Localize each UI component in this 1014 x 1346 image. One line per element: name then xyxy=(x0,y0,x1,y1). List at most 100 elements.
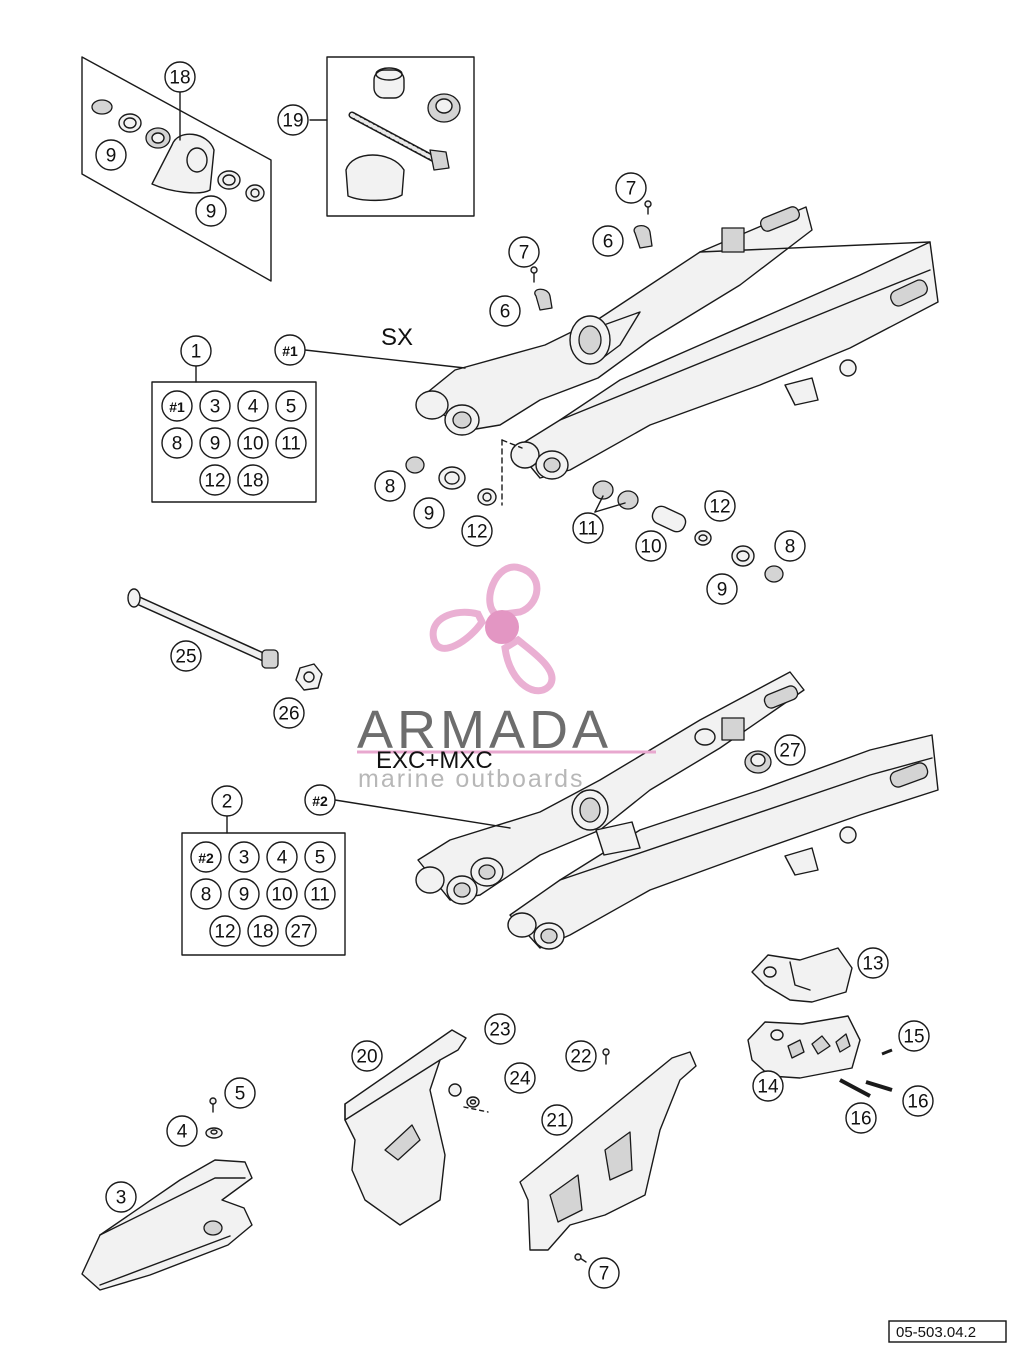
kit-19-panel xyxy=(309,56,475,217)
callout-c16b: 16 xyxy=(845,1102,877,1134)
watermark-brand: ARMADA xyxy=(357,700,612,760)
kit1-item-1-2: 10 xyxy=(237,427,269,459)
callout-c5: 5 xyxy=(224,1077,256,1109)
callout-c21-text: 21 xyxy=(546,1111,567,1132)
callout-c12b: 12 xyxy=(704,490,736,522)
callout-c18-text: 18 xyxy=(169,68,190,89)
callout-kit1-text: 1 xyxy=(191,342,202,363)
kit2-item-0-3-text: 5 xyxy=(315,848,326,869)
kit2-item-0-3: 5 xyxy=(304,841,336,873)
callout-kit2-text: 2 xyxy=(222,792,233,813)
callout-c12b-text: 12 xyxy=(709,497,730,518)
kit1-item-2-0: 12 xyxy=(199,464,231,496)
callout-c20: 20 xyxy=(351,1040,383,1072)
callout-c13-text: 13 xyxy=(862,954,883,975)
callout-c7a: 7 xyxy=(615,172,647,204)
kit2-item-0-0: #2 xyxy=(190,841,222,873)
leader-lines xyxy=(304,349,511,829)
callout-c26-text: 26 xyxy=(278,704,299,725)
kit-1-box xyxy=(151,365,317,503)
kit1-item-1-0-text: 8 xyxy=(172,434,183,455)
kit1-item-1-0: 8 xyxy=(161,427,193,459)
callout-c25-text: 25 xyxy=(175,647,196,668)
callout-c26: 26 xyxy=(273,697,305,729)
callout-c8b: 8 xyxy=(774,530,806,562)
callout-c10: 10 xyxy=(635,530,667,562)
chain-guide xyxy=(747,947,893,1098)
kit1-item-0-2: 4 xyxy=(237,390,269,422)
propeller-hub xyxy=(485,610,519,644)
callout-c25: 25 xyxy=(170,640,202,672)
kit2-item-0-0-text: #2 xyxy=(198,850,214,866)
swingarm-pivot-axle xyxy=(127,588,323,691)
callout-sx_marker: #1 xyxy=(274,334,306,366)
callout-c7c-text: 7 xyxy=(599,1264,610,1285)
callout-c16a-text: 16 xyxy=(907,1092,928,1113)
kit1-item-0-1-text: 3 xyxy=(210,397,221,418)
kit1-item-0-0: #1 xyxy=(161,390,193,422)
swingarm-sx xyxy=(415,206,939,506)
callout-c23: 23 xyxy=(484,1013,516,1045)
callout-c14: 14 xyxy=(752,1070,784,1102)
callout-c6a-text: 6 xyxy=(603,232,614,253)
kit1-item-2-1: 18 xyxy=(237,464,269,496)
callout-c9a-text: 9 xyxy=(106,146,117,167)
kit2-item-2-1-text: 18 xyxy=(252,922,273,943)
callout-c9b-text: 9 xyxy=(206,202,217,223)
kit1-item-1-1: 9 xyxy=(199,427,231,459)
callout-c16a: 16 xyxy=(902,1085,934,1117)
kit2-item-2-1: 18 xyxy=(247,915,279,947)
kit1-item-0-1: 3 xyxy=(199,390,231,422)
kit2-item-2-0: 12 xyxy=(209,915,241,947)
callout-c15-text: 15 xyxy=(903,1027,924,1048)
callout-c9d-text: 9 xyxy=(717,580,728,601)
callout-c6b: 6 xyxy=(489,295,521,327)
kit2-item-1-2-text: 10 xyxy=(271,885,292,906)
chain-slider-3 xyxy=(81,1097,253,1291)
kit2-item-0-2-text: 4 xyxy=(277,848,288,869)
sx-bearings xyxy=(405,456,784,583)
callout-c9b: 9 xyxy=(195,195,227,227)
callout-c6b-text: 6 xyxy=(500,302,511,323)
callout-c8a: 8 xyxy=(374,470,406,502)
kit2-item-1-3-text: 11 xyxy=(310,885,330,906)
callout-c14-text: 14 xyxy=(757,1077,779,1098)
kit1-item-0-2-text: 4 xyxy=(248,397,259,418)
callout-c10-text: 10 xyxy=(640,537,661,558)
kit2-item-1-3: 11 xyxy=(304,878,336,910)
kit1-item-1-2-text: 10 xyxy=(242,434,263,455)
callout-c4-text: 4 xyxy=(177,1122,188,1143)
callout-c22: 22 xyxy=(565,1040,597,1072)
callout-c13: 13 xyxy=(857,947,889,979)
callout-c19-text: 19 xyxy=(282,111,303,132)
kit2-item-1-1: 9 xyxy=(228,878,260,910)
callout-c15: 15 xyxy=(898,1020,930,1052)
callout-exc_marker-text: #2 xyxy=(312,793,328,809)
kit1-item-0-3-text: 5 xyxy=(286,397,297,418)
kit-18-panel xyxy=(81,56,272,282)
callout-c16b-text: 16 xyxy=(850,1109,871,1130)
callout-c6a: 6 xyxy=(592,225,624,257)
callout-c11: 11 xyxy=(572,512,604,544)
callout-exc_marker: #2 xyxy=(304,784,336,816)
callout-c9d: 9 xyxy=(706,573,738,605)
kit2-item-0-2: 4 xyxy=(266,841,298,873)
callout-kit2: 2 xyxy=(211,785,243,817)
callout-c8b-text: 8 xyxy=(785,537,796,558)
kit-2-box xyxy=(181,815,346,956)
callout-c5-text: 5 xyxy=(235,1084,246,1105)
callout-c8a-text: 8 xyxy=(385,477,396,498)
drawing-code: 05-503.04.2 xyxy=(896,1324,976,1341)
seal-ring-27 xyxy=(744,750,772,774)
kit1-item-2-1-text: 18 xyxy=(242,471,263,492)
callout-c3: 3 xyxy=(105,1181,137,1213)
callout-c12a-text: 12 xyxy=(466,522,487,543)
callout-c9c: 9 xyxy=(413,497,445,529)
callout-c11-text: 11 xyxy=(578,519,598,540)
kit2-item-0-1: 3 xyxy=(228,841,260,873)
callout-c24: 24 xyxy=(504,1062,536,1094)
callout-c20-text: 20 xyxy=(356,1047,377,1068)
kit1-item-0-3: 5 xyxy=(275,390,307,422)
chain-clips-sx xyxy=(530,200,653,311)
